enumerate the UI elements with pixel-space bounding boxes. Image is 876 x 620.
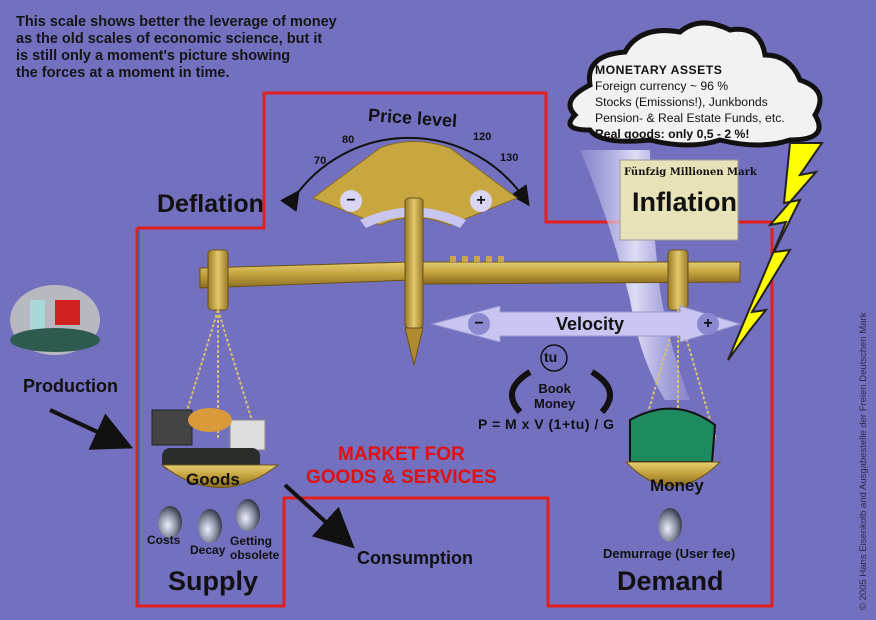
cloud-line: Pension- & Real Estate Funds, etc. [595,111,785,125]
cloud [567,20,823,148]
book-money-label: Book Money [534,381,576,411]
consumption-label: Consumption [357,548,473,568]
market-frame [135,91,774,608]
gauge-plus-icon: + [470,190,492,212]
factory-illustration [10,285,100,355]
gauge-tick-70: 70 [314,155,327,167]
velocity-label: Velocity [556,314,625,334]
frame-outer-line [135,228,774,608]
goods-pan [151,408,280,488]
deflation-label: Deflation [157,190,264,218]
tu-circle [540,344,568,372]
inflation-label: Inflation [632,187,737,217]
banknote-text: Fünfzig Millionen Mark [624,167,757,178]
goods-label: Goods [186,470,240,489]
frame-top-line [137,91,772,230]
gauge-tick-130: 130 [500,152,519,164]
weights [158,499,682,543]
demurrage-label: Demurrage (User fee) [603,546,736,561]
cloud-bold-line: Real goods: only 0,5 - 2 %! [595,127,750,141]
decay-label: Decay [190,543,226,557]
cloud-text: MONETARY ASSETS Foreign currency ~ 96 % … [595,62,785,142]
gauge-tick-120: 120 [473,131,492,143]
demurrage-weight [658,508,682,542]
costs-label: Costs [147,533,181,547]
cloud-line: Foreign currency ~ 96 % [595,79,729,93]
market-title: MARKET FOR GOODS & SERVICES [306,444,497,488]
tu-label: tu [544,349,558,365]
cycle-arrows [509,369,613,415]
money-pan [624,407,722,487]
production-arrow [49,408,134,450]
getting-obsolete-label: Getting obsolete [230,534,280,562]
cloud-title: MONETARY ASSETS [595,63,723,77]
balance-beam [199,197,741,366]
gauge-tick-80: 80 [342,134,355,146]
demand-label: Demand [617,566,724,596]
price-gauge [280,136,530,228]
banknote [619,159,739,241]
gauge-minus-icon: − [340,190,362,212]
copyright-notice: © 2005 Hans Eisenkolb and Ausgabestelle … [858,312,869,610]
velocity-minus-icon: − [468,313,490,335]
velocity-plus-icon: + [697,313,719,335]
intro-text: This scale shows better the leverage of … [16,14,337,81]
consumption-arrow [283,483,355,549]
velocity-arrow [430,305,742,343]
price-formula: P = M x V (1+tu) / G [478,416,615,432]
supply-label: Supply [168,566,259,596]
lightning-bolt [727,142,824,361]
money-label: Money [650,476,704,495]
production-label: Production [23,376,118,396]
cloud-line: Stocks (Emissions!), Junkbonds [595,95,768,109]
